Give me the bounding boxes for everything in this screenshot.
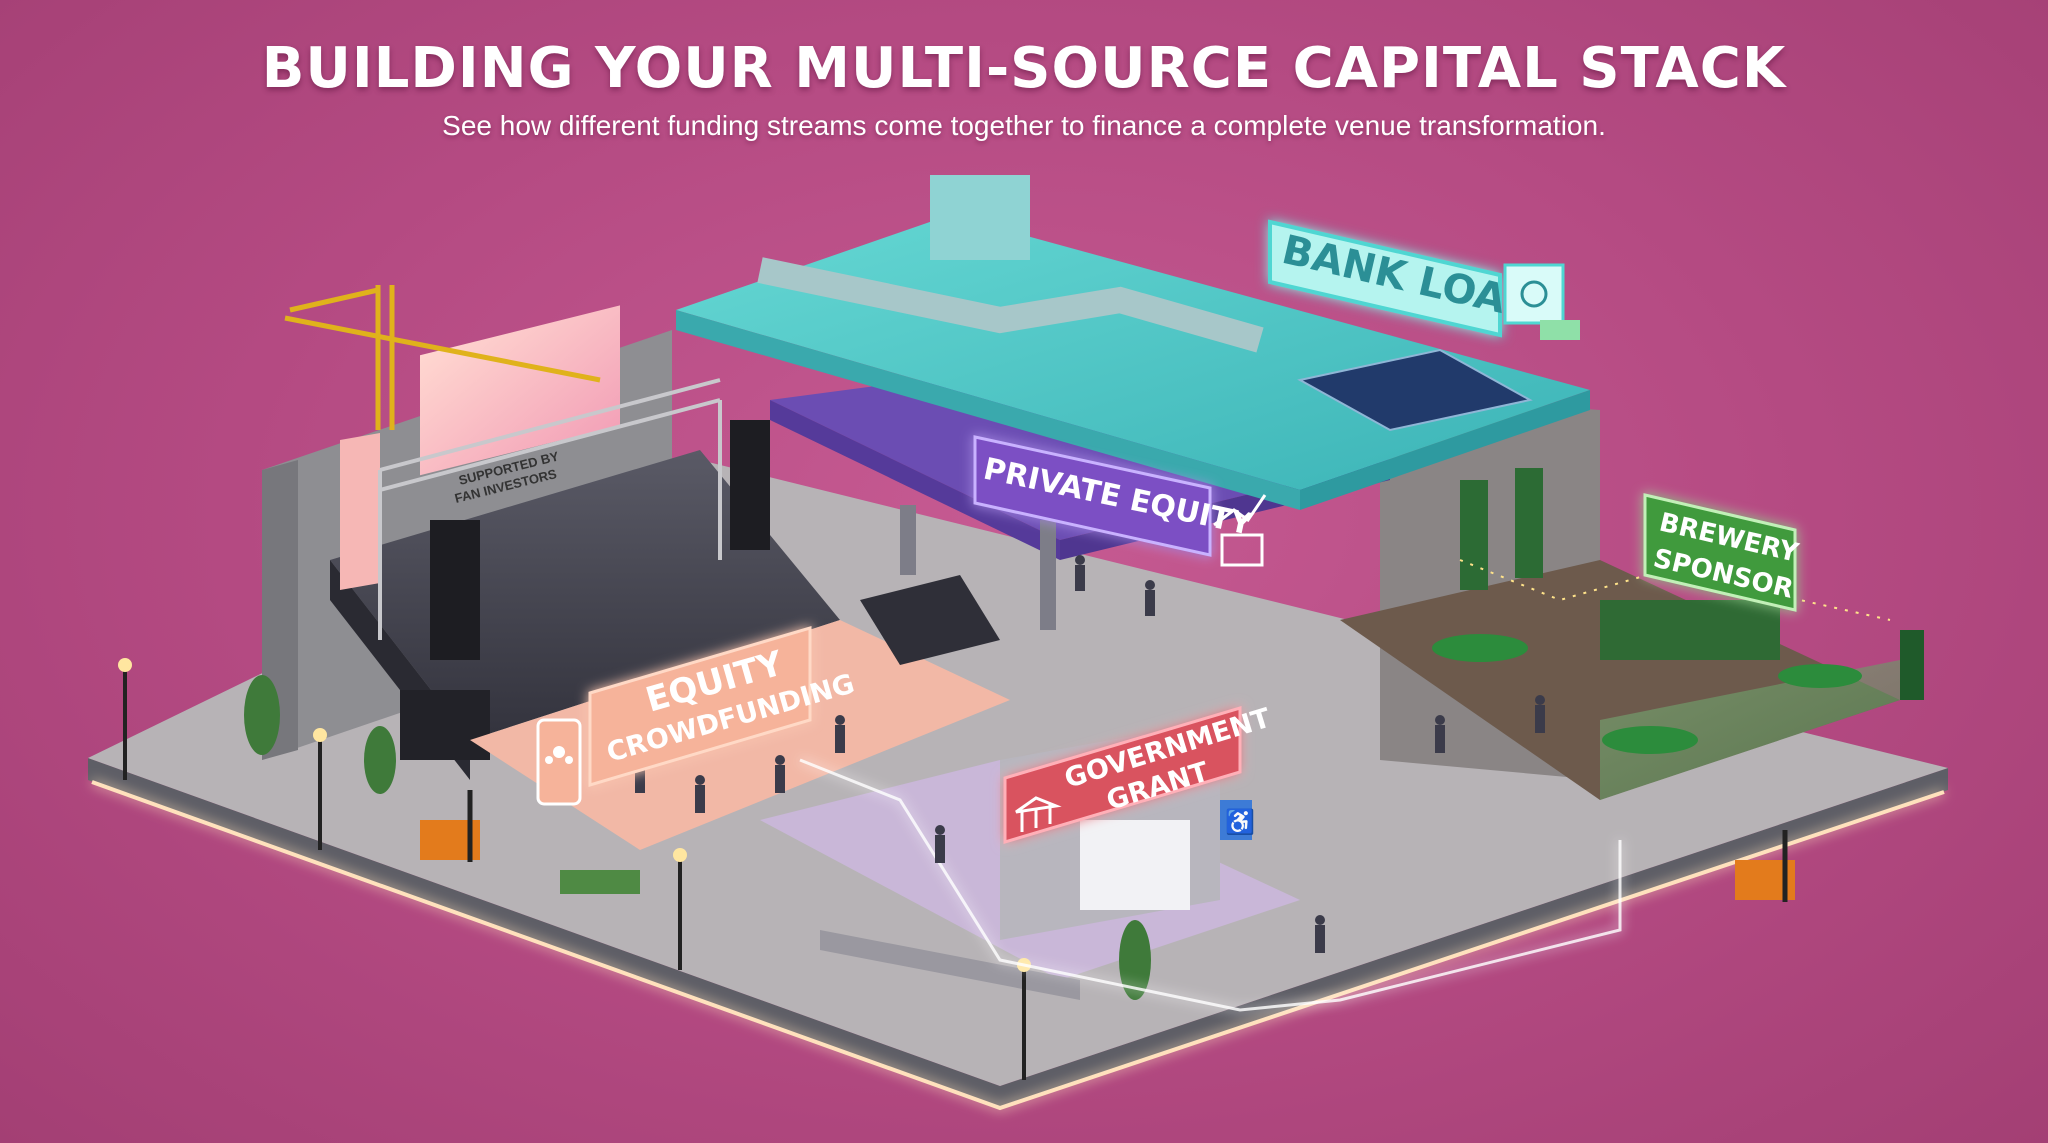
street-lamps <box>123 670 1026 1080</box>
people-figures <box>635 555 1545 953</box>
government-grant-sign <box>1003 705 1242 845</box>
landscaping <box>244 675 1151 1000</box>
brewery-sponsor-sign <box>1643 493 1797 612</box>
page-subtitle: See how different funding streams come t… <box>442 110 1606 141</box>
page-title: BUILDING YOUR MULTI-SOURCE CAPITAL STACK <box>261 36 1787 101</box>
speaker-stack-left <box>430 520 480 660</box>
umbrella-2 <box>1602 726 1698 754</box>
lighting-truss <box>378 378 722 640</box>
umbrella-3 <box>1778 664 1862 688</box>
bank-loan-sign <box>1268 219 1502 338</box>
speaker-stack-right <box>730 420 770 550</box>
access-ramp <box>820 930 1080 1000</box>
forklift-left <box>420 790 480 862</box>
brewery-flag <box>1900 630 1924 700</box>
building-columns-icon <box>1015 796 1062 832</box>
hvac-unit <box>930 175 1030 260</box>
forklift-right <box>1735 830 1795 902</box>
brewery-banner-left <box>1460 480 1488 590</box>
umbrella-1 <box>1432 634 1528 662</box>
concert-stage-area: SUPPORTED BY FAN INVESTORS <box>330 305 840 780</box>
platform-glow-strip <box>91 780 1945 1111</box>
funding-connection-path <box>799 758 1622 1012</box>
stage-screen <box>420 305 620 476</box>
wheelchair-icon: ♿ <box>1225 808 1255 836</box>
construction-crane <box>284 285 601 430</box>
entrance-doors <box>1080 820 1190 910</box>
brewery-banner-right <box>1515 468 1543 578</box>
hvac-ducts <box>757 257 1264 353</box>
phone-people-icon <box>536 718 582 806</box>
equity-crowdfunding-sign <box>588 625 812 788</box>
beer-bar-counter <box>1600 600 1780 660</box>
lamp-lights <box>118 658 1031 972</box>
lounge-bar <box>860 575 1000 665</box>
solar-panels <box>1297 348 1533 432</box>
subwoofer <box>400 690 490 760</box>
safe-icon <box>1503 263 1580 340</box>
briefcase-growth-icon <box>1213 494 1267 567</box>
wheelchair-sign <box>1220 800 1252 840</box>
roof-hvac-area <box>676 175 1590 510</box>
private-equity-sign <box>973 435 1212 557</box>
